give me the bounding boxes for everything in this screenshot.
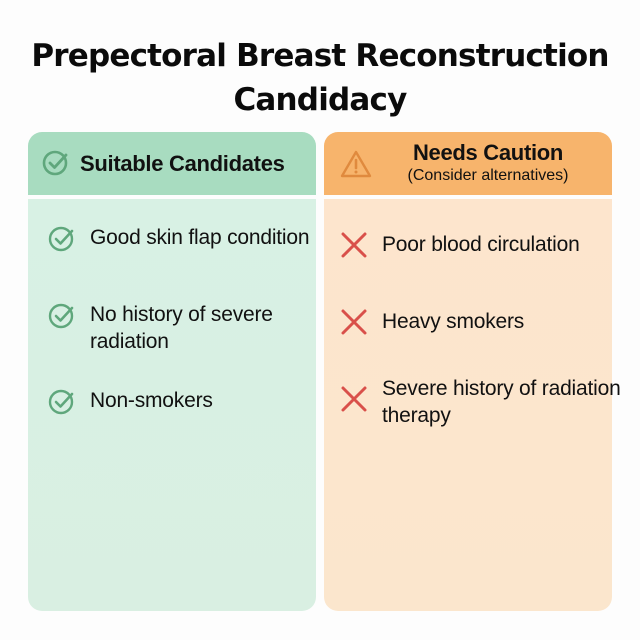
check-circle-icon <box>42 150 68 176</box>
x-mark-icon <box>341 386 367 412</box>
list-item-text: Heavy smokers <box>382 310 525 333</box>
list-item: Poor blood circulation <box>340 231 622 259</box>
list-item-text: Poor blood circulation <box>382 233 580 256</box>
needs-caution-title: Needs Caution <box>412 140 564 165</box>
needs-caution-panel: Needs Caution (Consider alternatives) Po… <box>324 132 621 611</box>
list-item-text: Good skin flap condition <box>90 226 310 249</box>
suitable-candidates-list: Good skin flap condition No history of s… <box>28 199 316 611</box>
list-item: Good skin flap condition <box>48 224 310 252</box>
check-circle-icon <box>48 303 74 329</box>
list-item: No history of severe radiation <box>48 301 310 355</box>
check-circle-icon <box>48 389 74 415</box>
check-circle-icon <box>48 226 74 252</box>
needs-caution-header: Needs Caution (Consider alternatives) <box>324 132 612 195</box>
suitable-candidates-header: Suitable Candidates <box>28 132 316 195</box>
list-item: Non-smokers <box>48 387 310 415</box>
page-title-line-2: Candidacy <box>233 82 407 118</box>
needs-caution-list: Poor blood circulation Heavy smokers Sev… <box>324 199 621 611</box>
suitable-candidates-panel: Suitable Candidates Good skin flap condi… <box>28 132 316 611</box>
page-title-line-1: Prepectoral Breast Reconstruction <box>31 38 609 74</box>
list-item: Severe history of radiation therapy <box>340 375 622 429</box>
list-item-text: Non-smokers <box>90 389 213 412</box>
warning-triangle-icon <box>340 150 372 178</box>
list-item: Heavy smokers <box>340 308 622 336</box>
list-item-text: No history of severe radiation <box>90 303 273 353</box>
x-mark-icon <box>341 232 367 258</box>
suitable-candidates-title: Suitable Candidates <box>80 151 285 176</box>
page-title: Prepectoral Breast Reconstruction Candid… <box>0 34 640 122</box>
x-mark-icon <box>341 309 367 335</box>
needs-caution-subtitle: (Consider alternatives) <box>407 167 569 184</box>
list-item-text: Severe history of radiation therapy <box>382 377 621 427</box>
